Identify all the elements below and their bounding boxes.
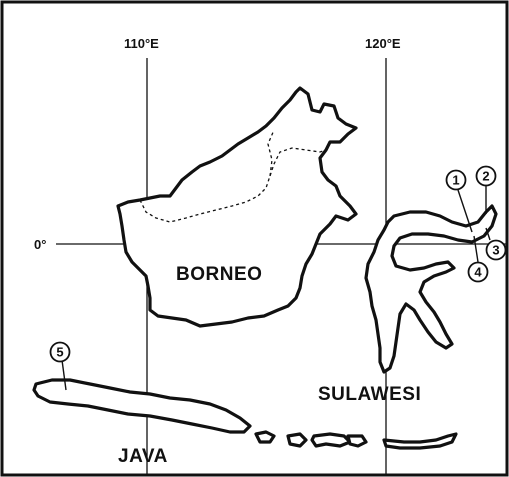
label-sulawesi: SULAWESI [318,384,421,405]
longitude-label-110e: 110°E [124,36,159,51]
sumbawa-island [310,432,352,448]
marker-1-leader [457,189,473,233]
marker-5-number: 5 [56,345,63,360]
marker-5: 5 [49,341,71,363]
marker-5-circle [49,341,71,363]
borneo-border-spur [267,129,275,177]
marker-4-leader [473,235,479,263]
marker-2-number: 2 [482,169,489,184]
sulawesi-island [364,204,498,374]
sumbawa-east-island [346,434,368,448]
label-borneo: BORNEO [176,264,262,285]
marker-4-circle [467,261,489,283]
lombok-island [286,432,308,448]
marker-3: 3 [485,239,507,261]
marker-2-circle [475,165,497,187]
borneo-island [116,86,358,328]
marker-5-leader [61,359,67,391]
marker-3-number: 3 [492,243,499,258]
marker-4: 4 [467,261,489,283]
longitude-label-120e: 120°E [365,36,401,51]
bali-island [254,430,276,444]
marker-1: 1 [445,169,467,191]
java-island [32,378,252,434]
marker-1-circle [445,169,467,191]
marker-3-circle [485,239,507,261]
marker-1-number: 1 [452,173,459,188]
marker-2: 2 [475,165,497,187]
borneo-border-line [139,147,327,223]
latitude-label-0: 0° [34,237,46,252]
flores-island [382,432,458,450]
marker-4-number: 4 [474,265,482,280]
marker-3-leader [485,227,491,241]
label-java: JAVA [118,446,168,467]
